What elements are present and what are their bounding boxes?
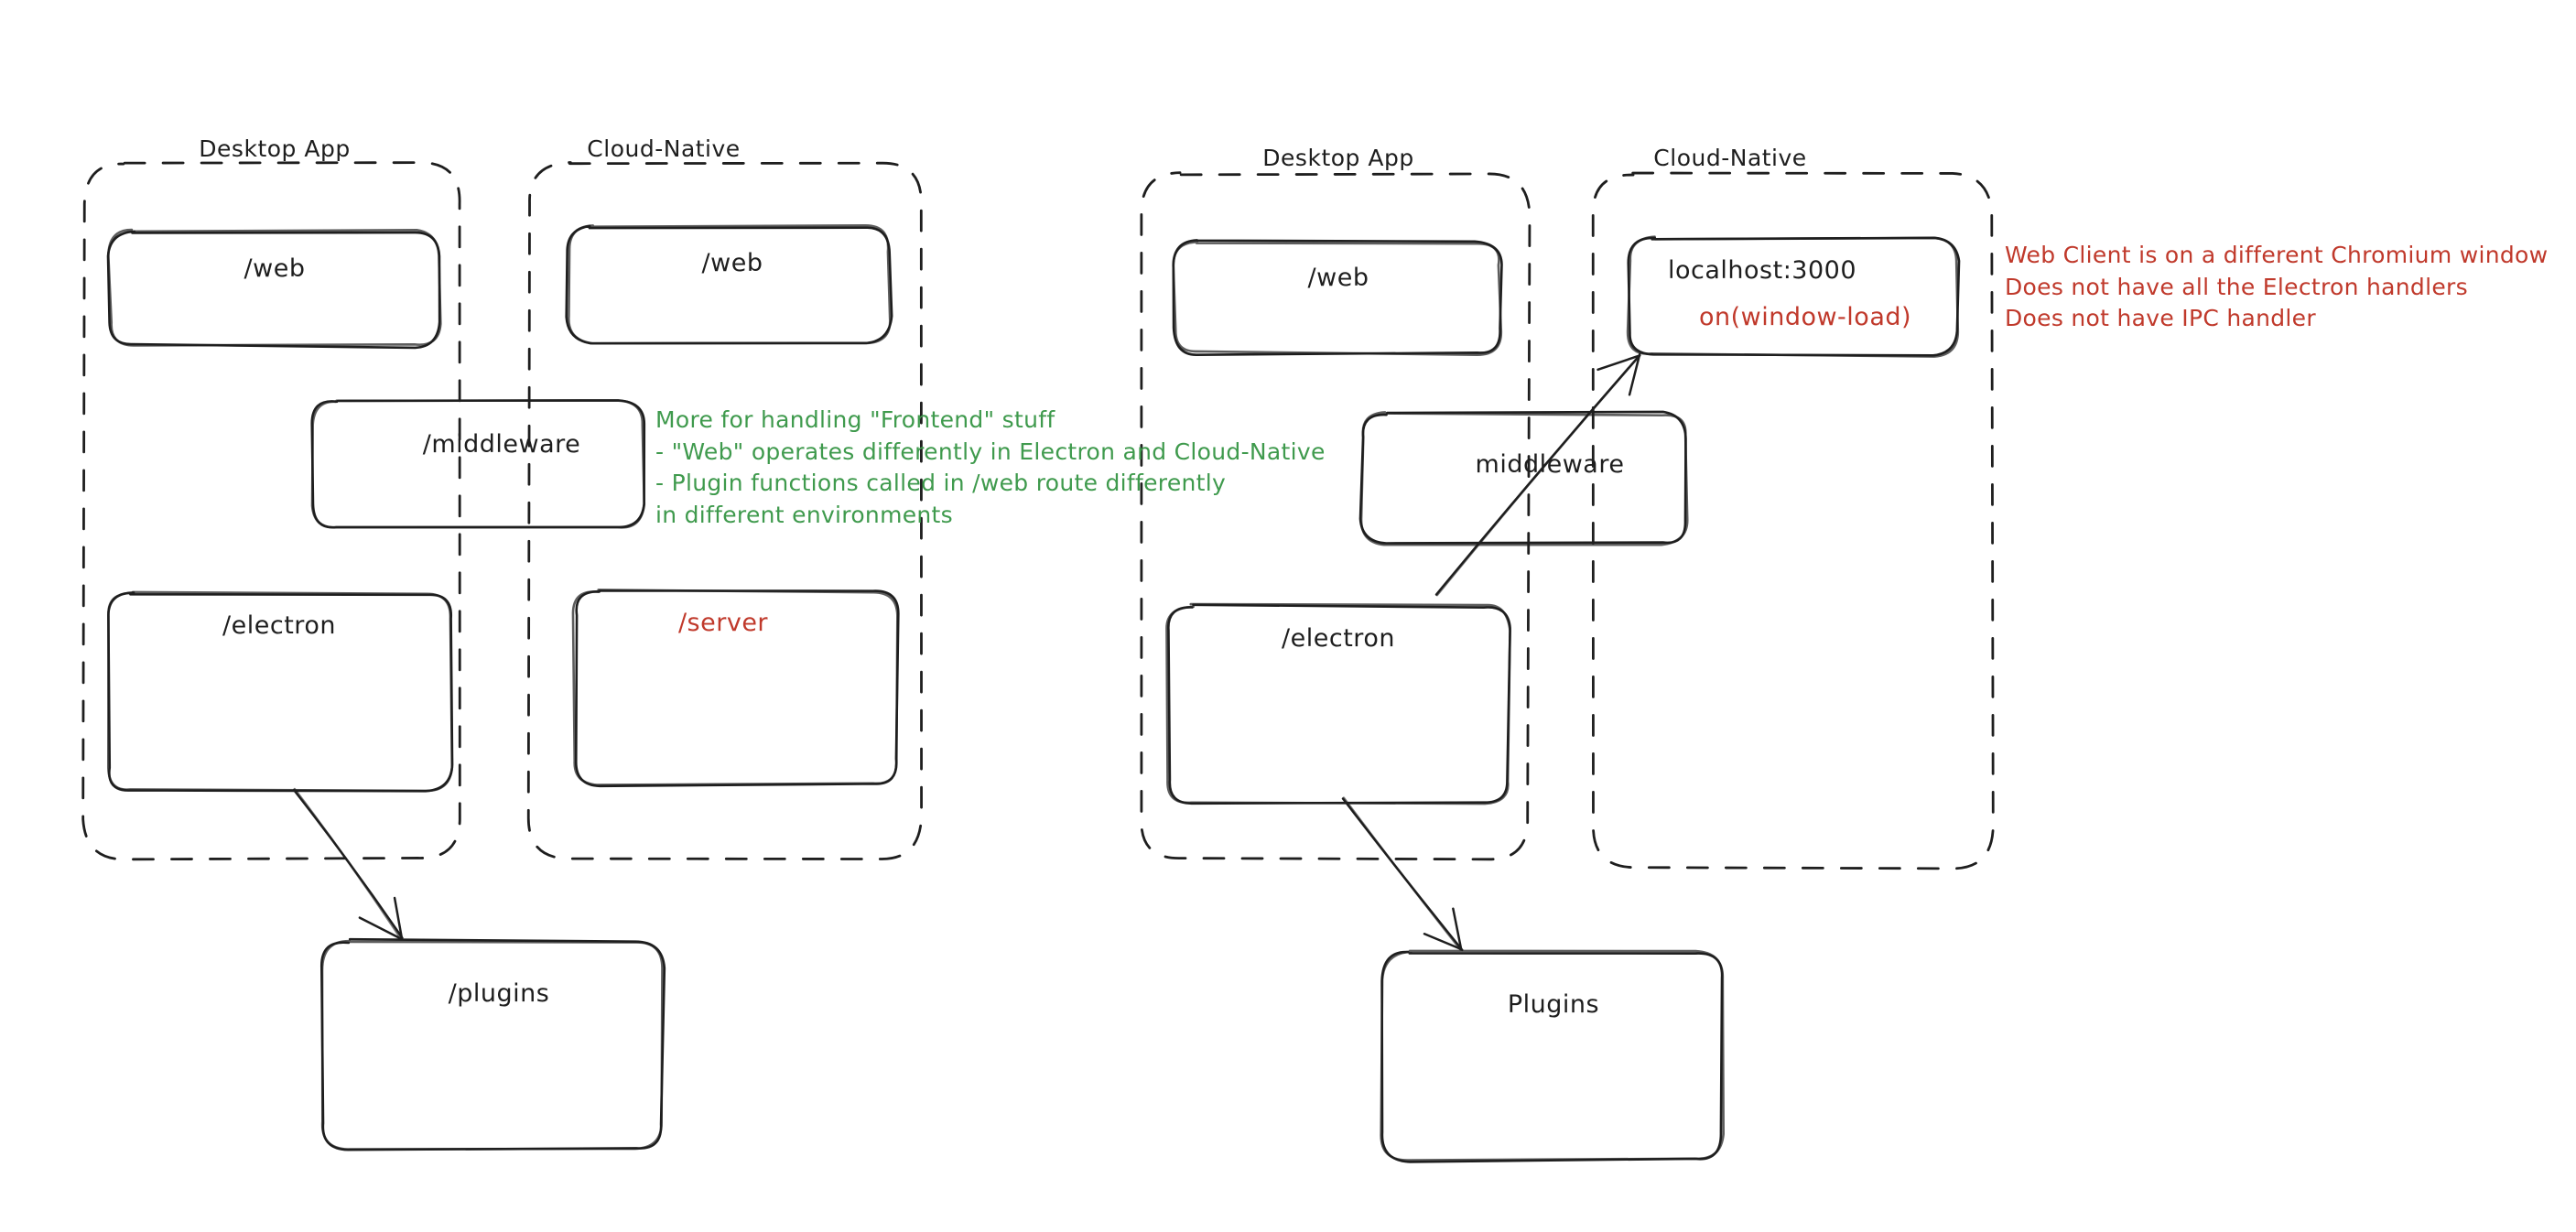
right-cloud-native-title: Cloud-Native <box>1653 145 1807 171</box>
right-electron-to-plugins <box>1341 796 1464 952</box>
left-desktop-web-label: /web <box>244 254 306 283</box>
right-electron-to-localhost <box>1434 352 1641 597</box>
right-middleware[interactable] <box>1358 410 1689 546</box>
left-electron-to-plugins <box>292 787 404 940</box>
left-cloud-web-label: /web <box>701 249 763 277</box>
right-plugins[interactable] <box>1380 949 1726 1163</box>
left-middleware[interactable] <box>310 399 646 529</box>
red-note-line-0: Web Client is on a different Chromium wi… <box>2005 242 2549 268</box>
left-desktop-app-title: Desktop App <box>199 135 351 162</box>
left-plugins[interactable] <box>320 937 666 1151</box>
right-desktop-app-container <box>1140 171 1532 861</box>
right-cloud-localhost-label: localhost:3000 <box>1667 256 1857 285</box>
right-desktop-app-title: Desktop App <box>1262 145 1414 171</box>
green-note-line-3: in different environments <box>655 501 953 528</box>
left-desktop-electron[interactable] <box>106 590 454 793</box>
right-cloud-localhost[interactable] <box>1626 235 1961 358</box>
right-middleware-label: middleware <box>1475 450 1625 479</box>
left-cloud-native-container <box>526 161 923 860</box>
right-plugins-label: Plugins <box>1507 990 1600 1019</box>
green-note-line-0: More for handling "Frontend" stuff <box>655 406 1055 433</box>
green-note: More for handling "Frontend" stuff - "Web… <box>655 405 1326 531</box>
red-note-line-1: Does not have all the Electron handlers <box>2005 273 2468 300</box>
left-desktop-electron-label: /electron <box>222 611 336 640</box>
right-diagram <box>1140 171 1995 1163</box>
left-cloud-native-title: Cloud-Native <box>587 135 741 162</box>
left-middleware-label: /middleware <box>422 430 581 459</box>
left-cloud-server[interactable] <box>571 589 900 788</box>
right-desktop-web[interactable] <box>1172 239 1503 357</box>
right-desktop-electron-label: /electron <box>1282 624 1395 653</box>
right-desktop-electron[interactable] <box>1165 602 1511 805</box>
left-desktop-web[interactable] <box>106 228 442 350</box>
left-cloud-web[interactable] <box>565 223 893 345</box>
right-desktop-web-label: /web <box>1307 264 1369 292</box>
green-note-line-1: - "Web" operates differently in Electron… <box>655 438 1326 465</box>
right-cloud-native-container <box>1591 171 1995 870</box>
left-diagram <box>81 161 923 1151</box>
left-plugins-label: /plugins <box>448 979 550 1008</box>
right-cloud-localhost-sublabel: on(window-load) <box>1698 303 1912 331</box>
green-note-line-2: - Plugin functions called in /web route … <box>655 470 1227 496</box>
red-note: Web Client is on a different Chromium wi… <box>2005 240 2548 335</box>
left-desktop-app-container <box>81 161 461 861</box>
red-note-line-2: Does not have IPC handler <box>2005 305 2316 331</box>
left-cloud-server-label: /server <box>677 609 769 637</box>
